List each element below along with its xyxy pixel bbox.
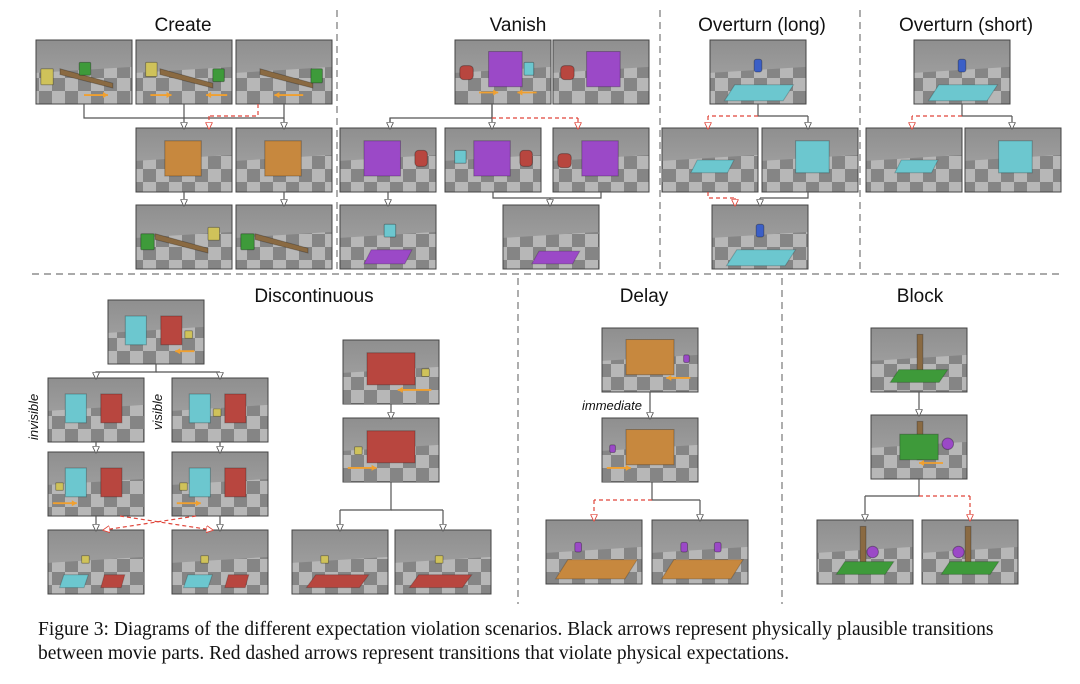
frame-create-1: [35, 39, 133, 105]
frame-vanish-7: [502, 204, 600, 270]
frame-disc-4: [47, 451, 145, 517]
frame-create-5: [235, 127, 333, 193]
frame-create-2: [135, 39, 233, 105]
frame-overturn-short-3: [964, 127, 1062, 193]
frame-overturn-long-2: [661, 127, 759, 193]
frame-create-6: [135, 204, 233, 270]
label-immediate: immediate: [582, 398, 642, 413]
frame-overturn-short-2: [865, 127, 963, 193]
frame-disc-6: [47, 529, 145, 595]
frame-create-7: [235, 204, 333, 270]
frame-disc-7: [171, 529, 269, 595]
frame-overturn-short-1: [913, 39, 1011, 105]
frame-disc-11: [394, 529, 492, 595]
section-title-create: Create: [154, 15, 211, 36]
frame-vanish-6: [339, 204, 437, 270]
frame-block-1: [870, 327, 968, 393]
frame-vanish-2: [552, 39, 650, 105]
frame-block-2: [870, 414, 968, 480]
frame-delay-3: [545, 519, 643, 585]
label-invisible: invisible: [26, 394, 41, 440]
section-title-overturn-long: Overturn (long): [698, 15, 826, 36]
frame-disc-1: [107, 299, 205, 365]
frame-delay-2: [601, 417, 699, 483]
frame-overturn-long-1: [709, 39, 807, 105]
figure-diagram: Create Vanish Overturn (long) Overturn (…: [26, 10, 1062, 604]
frame-vanish-5: [552, 127, 650, 193]
frame-overturn-long-3: [761, 127, 859, 193]
figure-caption: Figure 3: Diagrams of the different expe…: [38, 619, 994, 664]
frame-vanish-3: [339, 127, 437, 193]
frame-block-3: [816, 519, 914, 585]
section-title-overturn-short: Overturn (short): [899, 15, 1033, 36]
transition-arrows: [83, 104, 1012, 530]
section-title-block: Block: [897, 286, 944, 307]
section-title-discontinuous: Discontinuous: [254, 286, 373, 307]
frame-vanish-4: [444, 127, 542, 193]
frame-disc-2: [47, 377, 145, 443]
label-visible: visible: [150, 394, 165, 430]
frame-vanish-1: [454, 39, 552, 105]
frame-overturn-long-4: [711, 204, 809, 270]
frame-create-3: [235, 39, 333, 105]
frame-delay-4: [651, 519, 749, 585]
frame-block-4: [921, 519, 1019, 585]
movie-frames: [35, 39, 1062, 595]
section-dividers: [32, 10, 1060, 604]
frame-delay-1: [601, 327, 699, 393]
frame-disc-8: [342, 339, 440, 405]
frame-disc-5: [171, 451, 269, 517]
section-title-vanish: Vanish: [490, 15, 547, 36]
frame-create-4: [135, 127, 233, 193]
frame-disc-3: [171, 377, 269, 443]
section-title-delay: Delay: [620, 286, 669, 307]
frame-disc-10: [291, 529, 389, 595]
frame-disc-9: [342, 417, 440, 483]
